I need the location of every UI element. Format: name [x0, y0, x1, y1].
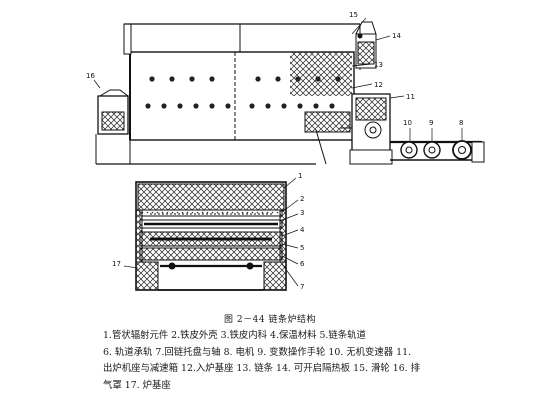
figure-legend: 1.管状辐射元件 2.铁皮外壳 3.铁皮内科 4.保温材料 5.链条轨道 6. …: [103, 328, 448, 394]
furnace-cross-section-view: [135, 181, 287, 291]
label-13: 13: [374, 61, 383, 69]
label-9: 9: [429, 119, 433, 127]
label-15: 15: [349, 11, 358, 19]
label-2: 2: [300, 195, 304, 203]
label-1: 1: [298, 172, 302, 180]
label-12: 12: [374, 81, 383, 89]
label-11: 11: [406, 93, 415, 101]
label-6: 6: [300, 260, 305, 268]
top-hole-row: [149, 76, 341, 82]
legend-line: 出炉机座与减速箱 12.入炉基座 13. 链条 14. 可开启隔热板 15. 滑…: [103, 363, 420, 375]
section-leader-lines: [123, 177, 299, 287]
elevation-leader-lines: [93, 17, 463, 142]
label-7: 7: [300, 283, 304, 291]
label-5: 5: [300, 244, 304, 252]
label-14: 14: [392, 32, 401, 40]
furnace-elevation-view: [95, 21, 485, 165]
section-part-labels: 1 2 3 4 5 6 7 17: [112, 172, 305, 291]
label-8: 8: [459, 119, 463, 127]
label-4: 4: [300, 226, 305, 234]
label-16: 16: [86, 72, 95, 80]
label-17: 17: [112, 260, 121, 268]
label-10: 10: [403, 119, 412, 127]
label-3: 3: [300, 209, 304, 217]
chain-furnace-diagram: 16 15 14 13 12 11 10 9 8: [86, 11, 485, 291]
bottom-hole-row: [145, 103, 335, 109]
elevation-part-labels: 16 15 14 13 12 11 10 9 8: [86, 11, 463, 127]
figure-caption: 图 2－44 链条炉结构: [224, 315, 316, 325]
legend-line: 气罩 17. 炉基座: [103, 379, 171, 391]
legend-line: 1.管状辐射元件 2.铁皮外壳 3.铁皮内科 4.保温材料 5.链条轨道: [103, 330, 366, 341]
legend-line: 6. 轨道承轨 7.回链托盘与轴 8. 电机 9. 变数操作手轮 10. 无机变…: [103, 346, 412, 358]
